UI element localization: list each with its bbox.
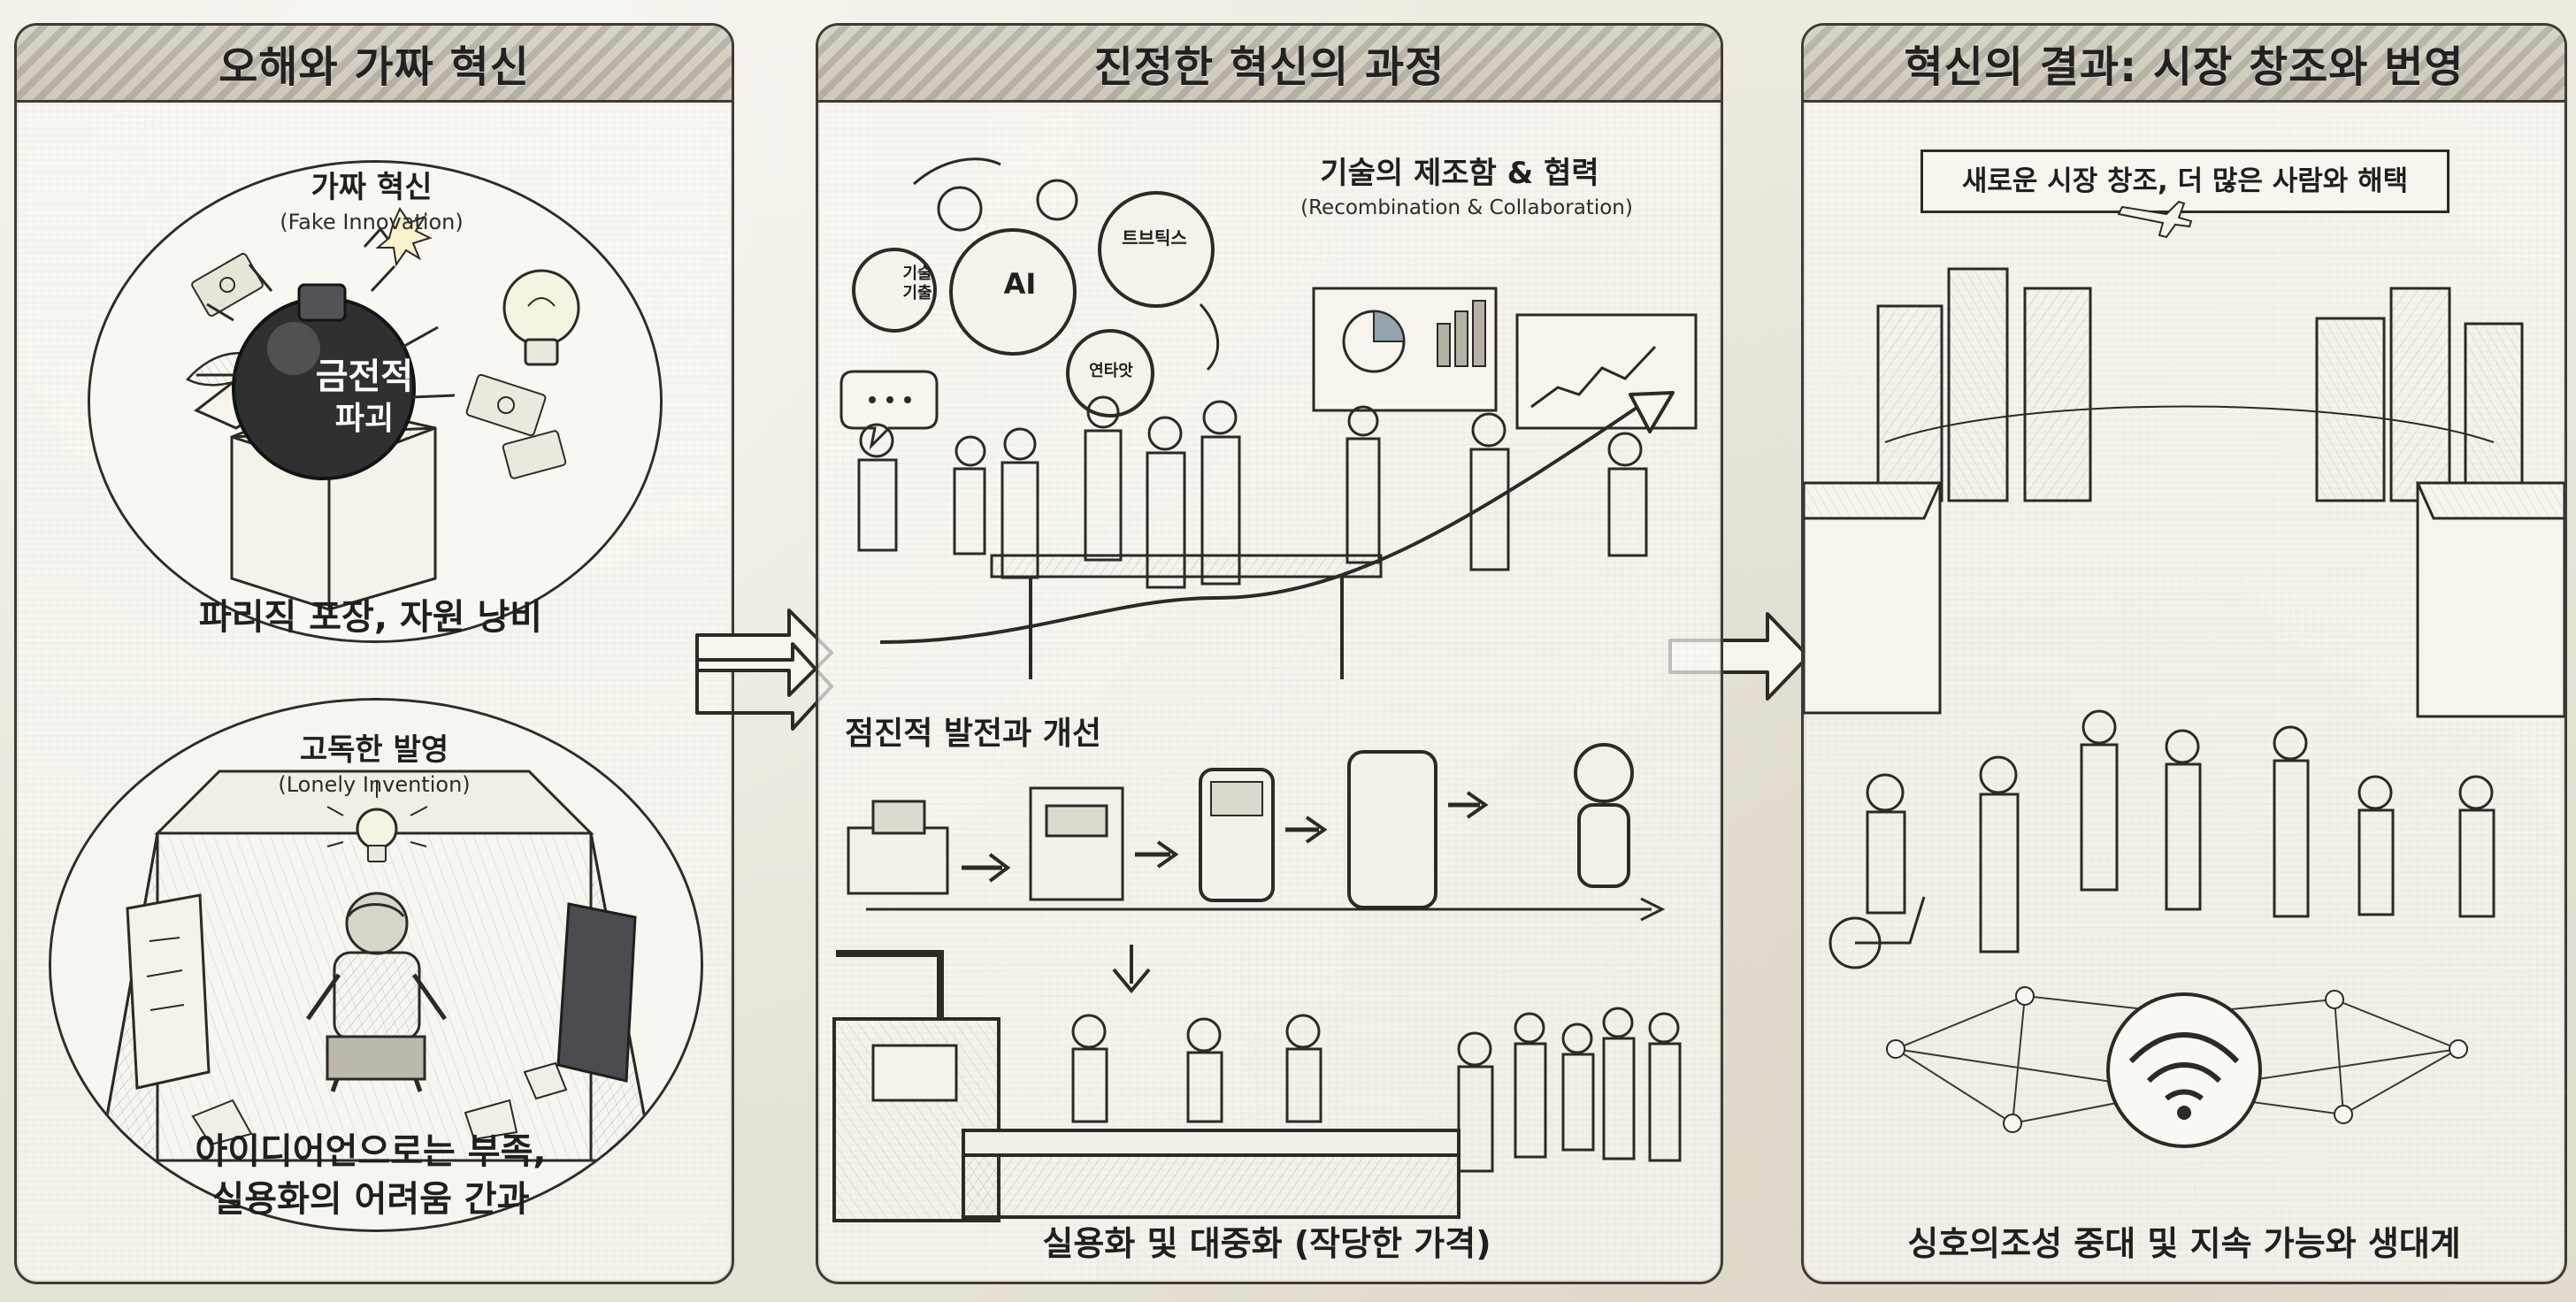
gear-label-left-top: 기술 (902, 264, 932, 283)
lonely-invention-illustration (51, 701, 701, 1229)
lonely-invention-subtitle: (Lonely Invention) (278, 772, 471, 797)
arrow-left-to-middle-bottom (695, 642, 833, 731)
market-banner-text: 새로운 시장 창조, 더 많은 사람와 해택 (1961, 165, 2409, 197)
fake-innovation-bubble (88, 160, 663, 643)
whiteboard-icon (126, 893, 211, 1090)
middle-panel-illustration (832, 157, 1698, 1222)
progress-label: 점진적 발전과 개선 (845, 716, 1102, 752)
chart-board-icon (1312, 287, 1698, 430)
network-icon (1886, 986, 2468, 1148)
people-collaboration-icon (857, 395, 1648, 679)
bomb-label-bottom: 파괴 (334, 401, 395, 437)
gear-label-left-bottom: 기출 (902, 284, 932, 303)
crowd-people-icon (1866, 709, 2496, 954)
lonely-invention-title: 고독한 발영 (299, 732, 449, 768)
bomb-icon (196, 206, 456, 480)
right-panel-title: 혁신의 결과: 시장 창조와 번영 (1904, 42, 2465, 92)
market-stalls (1804, 405, 2564, 718)
light-bulb-icon (502, 269, 580, 366)
city-skyline (1876, 267, 2524, 502)
progress-arrow (866, 391, 1675, 922)
manufacturing-line-icon (832, 945, 1682, 1222)
arrow-left-to-middle-top (695, 609, 833, 697)
collaboration-title: 기술의 제조함 & 협력 (1320, 156, 1599, 191)
market-banner: 새로운 시장 창조, 더 많은 사람와 해택 (1920, 149, 2450, 213)
left-panel: 오해와 가짜 혁신 (14, 23, 734, 1284)
technology-evolution-icons (847, 743, 1634, 909)
right-panel-illustration (1804, 200, 2564, 1148)
fake-innovation-illustration (90, 163, 660, 640)
bomb-label-top: 금전적 (315, 356, 414, 397)
lonely-invention-bubble (49, 698, 703, 1232)
lonely-invention-caption-line-1: 아이디어언으로는 부족, (195, 1131, 547, 1172)
fake-innovation-title: 가짜 혁신 (310, 170, 433, 205)
middle-panel-header: 진정한 혁신의 과정 (818, 26, 1721, 103)
lonely-invention-caption-line-2: 실용화의 어려움 간과 (211, 1179, 530, 1220)
fake-innovation-subtitle: (Fake Innovation) (280, 210, 464, 234)
window-icon (556, 902, 637, 1083)
gear-label-center: AI (1003, 267, 1037, 301)
gear-label-right: 트브틱스 (1122, 227, 1187, 249)
paper-scraps-icon (191, 1061, 568, 1146)
ecosystem-label: 싱호의조성 중대 및 지속 가능와 생대계 (1907, 1224, 2461, 1263)
mass-adoption-label: 실용화 및 대중화 (작당한 가격) (1042, 1224, 1491, 1263)
right-panel: 혁신의 결과: 시장 창조와 번영 새로운 시장 창조, 더 많은 사람와 해택 (1801, 23, 2567, 1284)
right-panel-header: 혁신의 결과: 시장 창조와 번영 (1804, 26, 2564, 103)
gear-label-bottom: 연타앗 (1089, 362, 1133, 380)
wifi-icon (2106, 992, 2262, 1148)
wheelchair-icon (1828, 896, 1926, 969)
plane-icon (2117, 200, 2193, 239)
fake-innovation-caption: 파리직 포장, 자원 낭비 (198, 597, 543, 638)
innovation-gears (852, 157, 1220, 417)
money-icon (191, 252, 567, 479)
middle-panel: 진정한 혁신의 과정 (816, 23, 1723, 1284)
left-panel-title: 오해와 가짜 혁신 (218, 42, 530, 92)
light-bulb-icon-lonely (326, 780, 428, 862)
left-panel-header: 오해와 가짜 혁신 (17, 26, 732, 103)
speech-bubble-icon (840, 370, 939, 450)
person-icon (305, 892, 448, 1092)
collaboration-subtitle: (Recombination & Collaboration) (1300, 196, 1633, 219)
middle-panel-title: 진정한 혁신의 과정 (1093, 42, 1445, 92)
